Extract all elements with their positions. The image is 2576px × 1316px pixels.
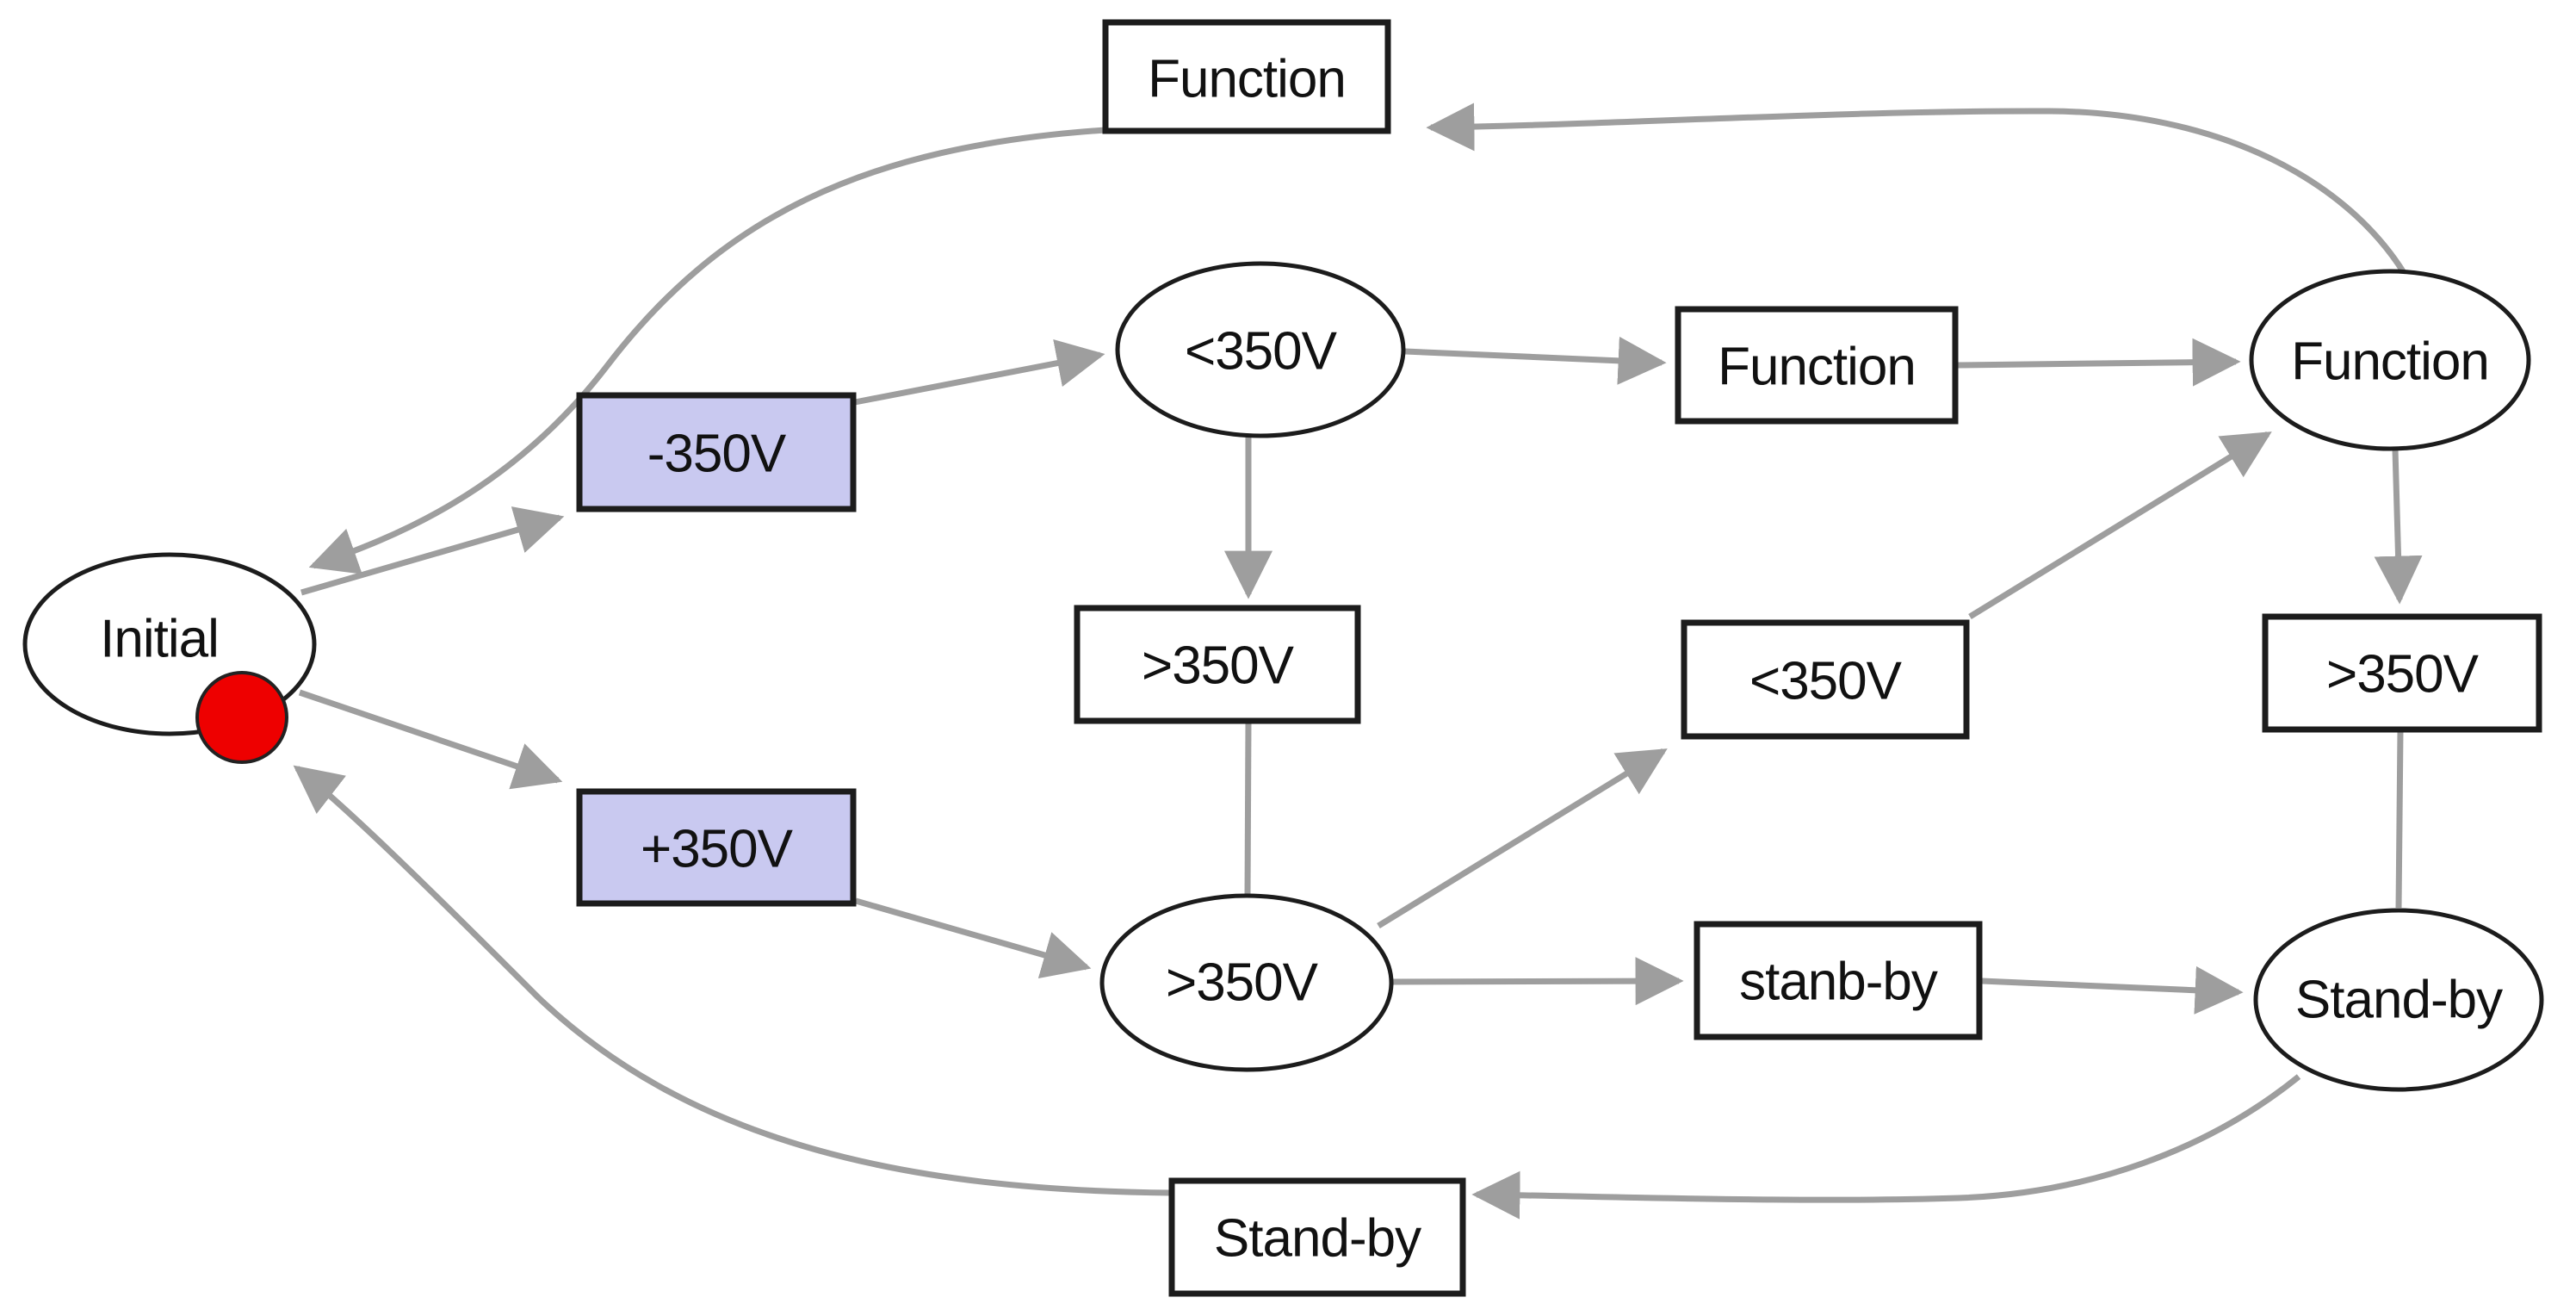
transition-minus-350v-label: -350V xyxy=(647,425,787,484)
transition-over-350v-right-box xyxy=(2262,613,2542,733)
transition-stand-by-bottom-label: Stand-by xyxy=(1214,1209,1421,1269)
transition-stanb-by: stanb-by xyxy=(1694,921,1983,1040)
edge-plus-350v-to-over-350v xyxy=(855,897,1092,978)
state-over-350v: >350V xyxy=(1099,893,1394,1072)
transition-minus-350v: -350V xyxy=(576,392,857,512)
transition-over-350v-mid: >350V xyxy=(1074,605,1361,724)
transition-under-350v-right: <350V xyxy=(1681,619,1970,740)
edge-over-350v-to-under-350v-right xyxy=(1377,748,1668,928)
transition-plus-350v-box xyxy=(576,788,857,907)
state-stand-by-label: Stand-by xyxy=(2295,971,2503,1030)
transition-function-mid: Function xyxy=(1675,306,1959,425)
transition-function-mid-label: Function xyxy=(1718,338,1916,397)
state-stand-by-shape xyxy=(2253,908,2544,1092)
transition-over-350v-right-label: >350V xyxy=(2326,645,2480,705)
state-stand-by: Stand-by xyxy=(2253,908,2544,1092)
transition-stanb-by-label: stanb-by xyxy=(1739,953,1938,1012)
state-initial-label: Initial xyxy=(100,610,219,669)
transition-minus-350v-box xyxy=(576,392,857,512)
state-function-label: Function xyxy=(2291,332,2489,392)
state-function-shape xyxy=(2249,269,2531,451)
edge-function-to-function-top xyxy=(1426,102,2414,286)
transition-function-top-box xyxy=(1102,19,1391,134)
transition-under-350v-right-box xyxy=(1681,619,1970,740)
transition-function-top: Function xyxy=(1102,19,1391,134)
transition-function-top-label: Function xyxy=(1148,50,1346,109)
state-under-350v-shape xyxy=(1115,261,1406,438)
edge-minus-350v-to-under-350v xyxy=(854,339,1105,406)
state-over-350v-shape xyxy=(1099,893,1394,1072)
edge-function-mid-to-function xyxy=(1956,338,2241,387)
edge-stand-by-bottom-to-initial xyxy=(293,765,1172,1196)
state-function: Function xyxy=(2249,269,2531,451)
transition-under-350v-right-label: <350V xyxy=(1749,652,1903,711)
edge-under-350v-to-function-mid xyxy=(1404,336,1667,385)
initial-start-marker xyxy=(195,671,288,764)
transition-stanb-by-box xyxy=(1694,921,1983,1040)
edge-stanb-by-to-stand-by xyxy=(1981,965,2244,1015)
edge-over-350v-right-to-stand-by xyxy=(2395,730,2404,909)
transition-plus-350v-label: +350V xyxy=(641,820,794,879)
edge-function-to-over-350v-right xyxy=(2374,449,2423,605)
transition-over-350v-right: >350V xyxy=(2262,613,2542,733)
edge-initial-to-plus-350v xyxy=(298,689,563,790)
edge-function-top-to-initial xyxy=(308,127,1106,574)
edge-initial-to-minus-350v xyxy=(300,506,565,596)
edge-over-350v-to-stanb-by xyxy=(1392,957,1684,1006)
transition-stand-by-bottom: Stand-by xyxy=(1168,1177,1466,1297)
transition-stand-by-bottom-box xyxy=(1168,1177,1466,1297)
transition-over-350v-mid-label: >350V xyxy=(1142,636,1295,696)
edge-under-350v-right-to-function xyxy=(1968,431,2272,619)
transition-function-mid-box xyxy=(1675,306,1959,425)
state-under-350v-label: <350V xyxy=(1185,322,1338,382)
transition-over-350v-mid-box xyxy=(1074,605,1361,724)
transition-plus-350v: +350V xyxy=(576,788,857,907)
edge-stand-by-to-stand-by-bottom xyxy=(1471,1074,2301,1220)
state-over-350v-label: >350V xyxy=(1166,953,1319,1013)
state-initial: Initial xyxy=(22,552,317,764)
state-under-350v: <350V xyxy=(1115,261,1406,438)
